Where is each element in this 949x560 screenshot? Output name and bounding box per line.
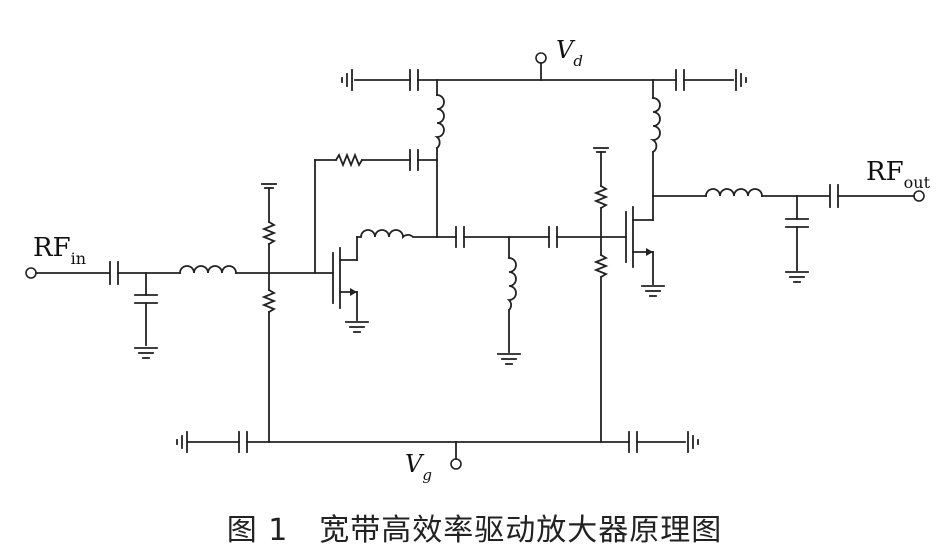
- ground-symbol-interstage: [497, 353, 521, 365]
- resistor-bias-1-upper: [261, 220, 277, 246]
- rf-out-label: RFout: [866, 157, 931, 192]
- capacitor-vg-bypass-right: [628, 431, 638, 453]
- ground-symbol-source-2: [641, 285, 665, 297]
- transistor-stage-1: [332, 236, 358, 321]
- capacitor-interstage-2: [548, 226, 558, 248]
- ground-symbol-top-right: [735, 69, 747, 91]
- rf-in-terminal: [25, 267, 110, 279]
- ground-symbol-input-shunt: [134, 347, 158, 359]
- rf-out-terminal: [913, 190, 925, 202]
- inductor-drain-choke-2: [649, 97, 661, 154]
- transistor-stage-2: [625, 195, 654, 285]
- vd-terminal: [535, 52, 547, 81]
- inductor-interstage-shunt: [506, 257, 517, 312]
- inductor-output-series: [705, 188, 763, 197]
- capacitor-input-shunt: [134, 272, 158, 346]
- capacitor-vg-bypass-left: [238, 431, 248, 453]
- capacitor-interstage-1: [455, 226, 465, 248]
- rf-in-label: RFin: [33, 233, 86, 268]
- ground-symbol-bottom-right: [687, 431, 699, 453]
- inductor-input-series: [179, 265, 237, 274]
- resistor-bias-2-upper: [593, 184, 609, 210]
- vg-terminal: [450, 441, 462, 470]
- inductor-drain-1-series: [356, 229, 438, 240]
- ground-symbol-bottom-left: [176, 431, 188, 453]
- feedback-network: [314, 149, 438, 274]
- capacitor-input-coupling: [109, 261, 119, 285]
- vg-label: Vg: [405, 450, 432, 484]
- ground-symbol-output-shunt: [785, 271, 809, 283]
- ground-symbol-source-1: [345, 321, 369, 333]
- vd-label: Vd: [556, 36, 583, 70]
- ground-symbol-top-left: [341, 69, 353, 91]
- figure-caption: 图 1 宽带高效率驱动放大器原理图: [226, 513, 723, 548]
- resistor-bias-1-lower: [261, 288, 277, 314]
- capacitor-output-shunt: [785, 195, 809, 271]
- resistor-bias-2-lower: [593, 253, 609, 279]
- capacitor-output-coupling: [829, 184, 839, 208]
- capacitor-vd-bypass-left: [409, 69, 419, 91]
- capacitor-vd-bypass-right: [675, 69, 685, 91]
- inductor-drain-choke-1: [434, 94, 445, 150]
